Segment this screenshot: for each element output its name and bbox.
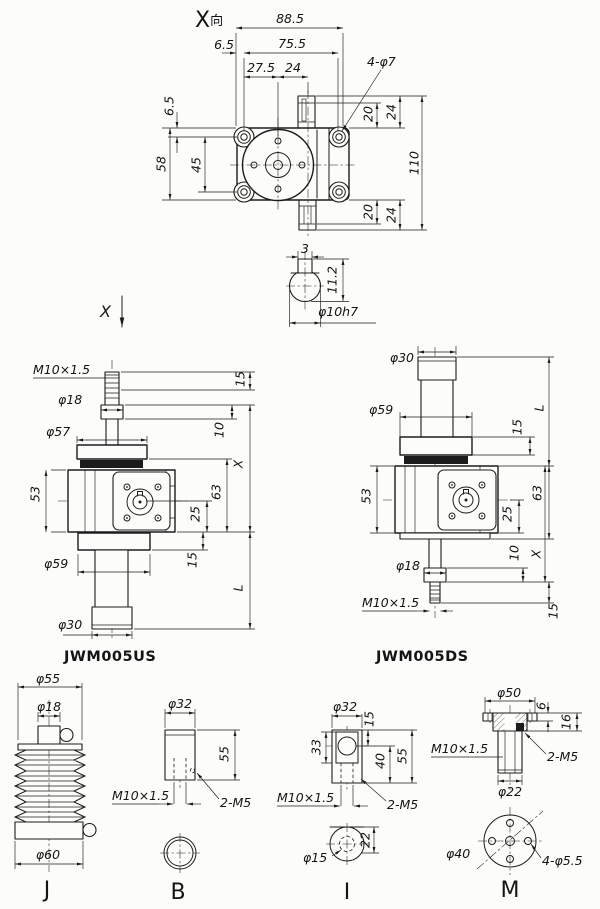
m-label: M xyxy=(501,878,520,903)
i-dim-55: 55 xyxy=(395,748,410,764)
dim-total-width: 88.5 xyxy=(276,11,304,26)
accessory-m: φ50 6 16 M10×1.5 2-M5 φ22 φ40 4-φ5.5 M xyxy=(431,685,583,903)
accessory-j: φ55 φ18 φ60 J xyxy=(13,671,97,903)
b-thread-callout: M10×1.5 xyxy=(112,788,169,803)
ds-dim-10: 10 xyxy=(507,545,522,561)
b-dimensions: φ32 55 M10×1.5 2-M5 xyxy=(112,696,251,810)
dim-key-width: 3 xyxy=(301,241,309,256)
us-dim-15-top: 15 xyxy=(233,371,248,387)
ds-dim-15-top: 15 xyxy=(510,419,525,435)
j-label: J xyxy=(42,878,51,903)
m-dimensions: φ50 6 16 M10×1.5 2-M5 φ22 φ40 4-φ5.5 xyxy=(431,685,583,868)
top-view: X向 88.5 6.5 75.5 27.5 24 4-φ7 6.5 58 45 … xyxy=(154,8,427,236)
ds-collar-dia: φ18 xyxy=(396,558,420,573)
us-body-height: 53 xyxy=(28,486,43,502)
accessory-i: φ32 15 33 40 55 M10×1.5 2-M5 22 φ15 I xyxy=(277,699,418,905)
j-bore-dia: φ18 xyxy=(37,699,61,714)
dim-key-height: 11.2 xyxy=(325,266,340,294)
ds-geometry xyxy=(383,347,512,618)
dim-shaft-bot-a: 20 xyxy=(361,204,376,220)
m-dim-16: 16 xyxy=(559,714,574,730)
jwm005us-view: M10×1.5 φ18 φ57 φ59 φ30 53 15 10 X 63 25… xyxy=(28,360,255,665)
dim-center-1: 27.5 xyxy=(247,60,275,75)
ds-dim-63: 63 xyxy=(530,485,545,501)
ds-dim-25: 25 xyxy=(500,506,515,522)
i-hole-dia: φ15 xyxy=(303,850,327,865)
m-geometry xyxy=(476,705,544,875)
b-dia: φ32 xyxy=(168,696,192,711)
m-bolt-circle: φ40 xyxy=(446,846,470,861)
b-height: 55 xyxy=(217,746,232,762)
us-tube-dia: φ30 xyxy=(58,617,82,632)
ds-dim-x: X xyxy=(529,549,544,559)
view-label: X向 xyxy=(195,8,223,33)
dim-total-height: 110 xyxy=(407,151,422,175)
i-dim-33: 33 xyxy=(309,739,324,755)
us-dim-25: 25 xyxy=(188,506,203,522)
m-holes-callout: 4-φ5.5 xyxy=(542,853,583,868)
dim-center-2: 24 xyxy=(285,60,301,75)
i-dim-22: 22 xyxy=(358,832,373,848)
us-bottom-flange-dia: φ59 xyxy=(44,556,68,571)
j-bottom-dia: φ60 xyxy=(36,847,60,862)
m-set-screws: 2-M5 xyxy=(547,749,578,764)
us-dimensions: M10×1.5 φ18 φ57 φ59 φ30 53 15 10 X 63 25… xyxy=(28,362,255,639)
dim-shaft-top-b: 24 xyxy=(384,104,399,120)
us-collar-dia: φ18 xyxy=(58,392,82,407)
i-dim-15: 15 xyxy=(362,711,377,727)
view-direction-arrow: X xyxy=(99,295,125,328)
us-dim-63: 63 xyxy=(209,484,224,500)
us-model-title: JWM005US xyxy=(63,649,156,665)
ds-body-height: 53 xyxy=(359,488,374,504)
accessory-b: φ32 55 M10×1.5 2-M5 B xyxy=(112,696,251,905)
dim-offset-height: 6.5 xyxy=(162,96,177,116)
ds-tube-dia: φ30 xyxy=(390,350,414,365)
us-dim-x: X xyxy=(231,459,246,469)
j-top-dia: φ55 xyxy=(36,671,60,686)
i-dia: φ32 xyxy=(333,699,357,714)
dim-holes-height: 45 xyxy=(189,157,204,173)
us-dim-l: L xyxy=(231,584,246,591)
dim-offset-width: 6.5 xyxy=(214,37,234,52)
ds-top-flange-dia: φ59 xyxy=(369,402,393,417)
i-geometry xyxy=(326,726,368,865)
us-top-flange-dia: φ57 xyxy=(46,424,70,439)
us-thread-callout: M10×1.5 xyxy=(33,362,90,377)
ds-dim-15-bot: 15 xyxy=(546,603,561,619)
i-label: I xyxy=(344,880,351,905)
dim-shaft-bot-b: 24 xyxy=(384,207,399,223)
shaft-key-detail: 3 11.2 φ10h7 xyxy=(286,241,376,327)
ds-model-title: JWM005DS xyxy=(375,649,469,665)
jwm005ds-view: φ30 φ59 φ18 M10×1.5 53 L 15 63 25 10 X 1… xyxy=(359,346,561,665)
top-view-geometry xyxy=(230,90,356,236)
ds-thread-callout: M10×1.5 xyxy=(362,595,419,610)
us-dim-10: 10 xyxy=(212,422,227,438)
b-set-screws: 2-M5 xyxy=(220,795,251,810)
i-dimensions: φ32 15 33 40 55 M10×1.5 2-M5 22 φ15 xyxy=(277,699,418,865)
m-dim-6: 6 xyxy=(534,702,549,710)
us-dim-15-bot: 15 xyxy=(185,552,200,568)
m-thread-callout: M10×1.5 xyxy=(431,741,488,756)
dim-shaft-dia: φ10h7 xyxy=(318,304,358,319)
dim-holes-width: 75.5 xyxy=(278,36,306,51)
direction-label: X xyxy=(99,302,112,321)
m-dia: φ50 xyxy=(497,685,521,700)
holes-callout: 4-φ7 xyxy=(367,54,396,69)
m-boss-dia: φ22 xyxy=(498,784,522,799)
i-thread-callout: M10×1.5 xyxy=(277,790,334,805)
us-geometry xyxy=(58,360,190,640)
ds-dimensions: φ30 φ59 φ18 M10×1.5 53 L 15 63 25 10 X 1… xyxy=(359,346,561,619)
b-label: B xyxy=(170,880,185,905)
i-dim-40: 40 xyxy=(373,753,388,769)
b-geometry xyxy=(160,729,200,873)
i-set-screws: 2-M5 xyxy=(387,797,418,812)
dim-plate-height: 58 xyxy=(154,156,169,172)
j-geometry xyxy=(13,700,97,872)
dim-shaft-top-a: 20 xyxy=(361,106,376,122)
ds-dim-l: L xyxy=(532,404,547,411)
top-view-dimensions: X向 88.5 6.5 75.5 27.5 24 4-φ7 6.5 58 45 … xyxy=(154,8,427,231)
j-dimensions: φ55 φ18 φ60 xyxy=(14,671,84,869)
